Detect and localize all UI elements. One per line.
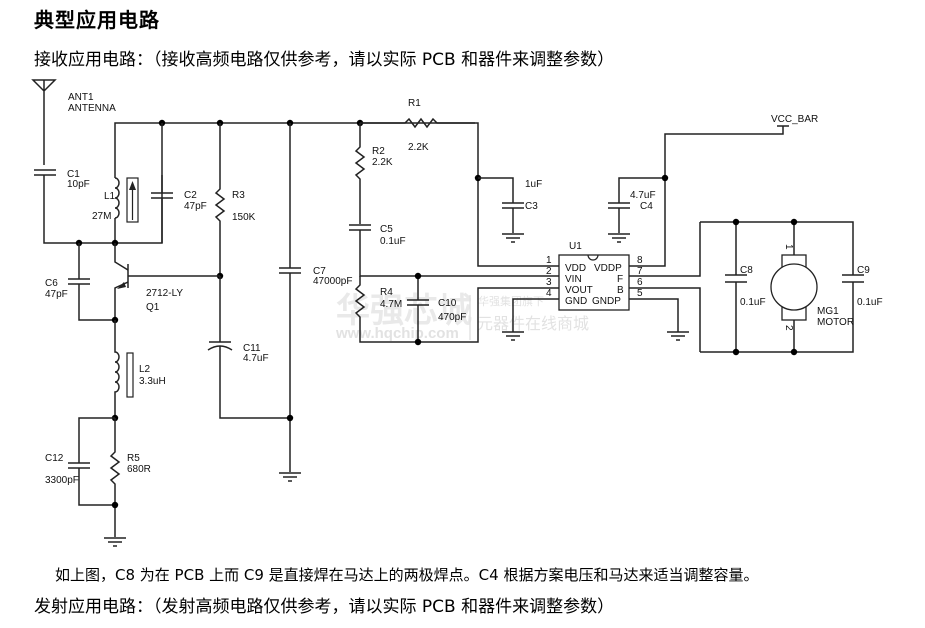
r5-ref: R5 — [127, 453, 140, 464]
r3-ref: R3 — [232, 190, 245, 201]
u1-ref: U1 — [569, 241, 582, 252]
l1-ref: L1 — [104, 191, 116, 202]
mg1-ref: MG1 — [817, 306, 839, 317]
c1-value: 10pF — [67, 179, 90, 190]
circuit-note: 如上图，C8 为在 PCB 上而 C9 是直接焊在马达上的两极焊点。C4 根据方… — [55, 566, 759, 584]
u1-pin-4-num: 4 — [546, 288, 552, 299]
u1-pin-b: B — [617, 285, 624, 296]
ic-u1 — [502, 178, 701, 352]
u1-pin-gnd: GND — [565, 296, 587, 307]
capacitor-c7 — [279, 123, 301, 472]
capacitor-c11 — [207, 276, 290, 419]
ground-symbol — [279, 472, 301, 482]
resistor-r4 — [354, 276, 540, 343]
c10-ref: C10 — [438, 298, 457, 309]
c6-value: 47pF — [45, 289, 68, 300]
mg1-pin-1: 1 — [783, 244, 794, 250]
u1-pin-gndp: GNDP — [592, 296, 621, 307]
c5-value: 0.1uF — [380, 236, 406, 247]
capacitor-c2 — [151, 123, 173, 243]
vcc-bar-label: VCC_BAR — [771, 114, 818, 125]
c4-ref: C4 — [640, 201, 653, 212]
r1-value: 2.2K — [408, 142, 429, 153]
inductor-l2 — [114, 320, 134, 418]
u1-pin-7-num: 7 — [637, 266, 643, 277]
c10-value: 470pF — [438, 312, 466, 323]
l2-value: 3.3uH — [139, 376, 166, 387]
c7-value: 47000pF — [313, 276, 352, 287]
ant1-ref: ANT1 — [68, 92, 94, 103]
r4-value: 4.7M — [380, 299, 402, 310]
c1-ref: C1 — [67, 169, 80, 180]
c3-ref: C3 — [525, 201, 538, 212]
section-heading: 典型应用电路 — [34, 8, 160, 32]
resistor-r5 — [109, 418, 121, 537]
u1-pin-3-num: 3 — [546, 277, 552, 288]
u1-pin-6-num: 6 — [637, 277, 643, 288]
transmit-circuit-intro: 发射应用电路：（发射高频电路仅供参考，请以实际 PCB 和器件来调整参数） — [34, 597, 615, 617]
u1-pin-5-num: 5 — [637, 288, 643, 299]
inductor-l1 — [114, 170, 139, 223]
motor-section — [700, 221, 864, 353]
watermark-slogan-2: 元器件在线商城 — [477, 314, 589, 333]
capacitor-c3 — [478, 177, 524, 243]
u1-pin-vdd: VDD — [565, 263, 586, 274]
antenna-symbol — [31, 79, 57, 165]
watermark-slogan-1: 华强集团旗下 — [478, 294, 544, 308]
ant1-value: ANTENNA — [68, 103, 116, 114]
u1-pin-vin: VIN — [565, 274, 582, 285]
r1-ref: R1 — [408, 98, 421, 109]
r2-value: 2.2K — [372, 157, 393, 168]
capacitor-c6 — [68, 243, 115, 321]
c4-value: 4.7uF — [630, 190, 656, 201]
resistor-r3 — [214, 123, 226, 276]
u1-pin-vddp: VDDP — [594, 263, 622, 274]
capacitor-c1 — [34, 169, 163, 244]
r5-value: 680R — [127, 464, 151, 475]
resistor-r1 — [360, 117, 540, 267]
capacitor-c10 — [407, 276, 429, 342]
c7-ref: C7 — [313, 266, 326, 277]
c9-ref: C9 — [857, 265, 870, 276]
mg1-pin-2: 2 — [783, 325, 794, 331]
c5-ref: C5 — [380, 224, 393, 235]
capacitor-c12 — [68, 417, 115, 506]
r2-ref: R2 — [372, 146, 385, 157]
c11-value: 4.7uF — [243, 353, 269, 364]
r3-value: 150K — [232, 212, 256, 223]
u1-pin-f: F — [617, 274, 623, 285]
q1-ref: Q1 — [146, 302, 160, 313]
mg1-value: MOTOR — [817, 317, 854, 328]
transistor-q1 — [114, 243, 220, 320]
r4-ref: R4 — [380, 287, 393, 298]
watermark-url: www.hqchip.com — [335, 325, 459, 342]
c3-value: 1uF — [525, 179, 542, 190]
c8-value: 0.1uF — [740, 297, 766, 308]
c2-ref: C2 — [184, 190, 197, 201]
c12-ref: C12 — [45, 453, 64, 464]
l1-value: 27M — [92, 211, 111, 222]
u1-pin-vout: VOUT — [565, 285, 593, 296]
c2-value: 47pF — [184, 201, 207, 212]
capacitor-c5 — [349, 224, 540, 277]
c11-ref: C11 — [243, 343, 261, 354]
resistor-r2 — [354, 123, 366, 224]
u1-pin-8-num: 8 — [637, 255, 643, 266]
q1-value: 2712-LY — [146, 288, 183, 299]
c8-ref: C8 — [740, 265, 753, 276]
l2-ref: L2 — [139, 364, 151, 375]
c6-ref: C6 — [45, 278, 58, 289]
c9-value: 0.1uF — [857, 297, 883, 308]
u1-pin-2-num: 2 — [546, 266, 552, 277]
vcc-net — [608, 125, 789, 243]
receive-circuit-intro: 接收应用电路：（接收高频电路仅供参考，请以实际 PCB 和器件来调整参数） — [34, 50, 615, 70]
ground-symbol — [104, 537, 126, 547]
u1-pin-1-num: 1 — [546, 255, 552, 266]
c12-value: 3300pF — [45, 475, 79, 486]
